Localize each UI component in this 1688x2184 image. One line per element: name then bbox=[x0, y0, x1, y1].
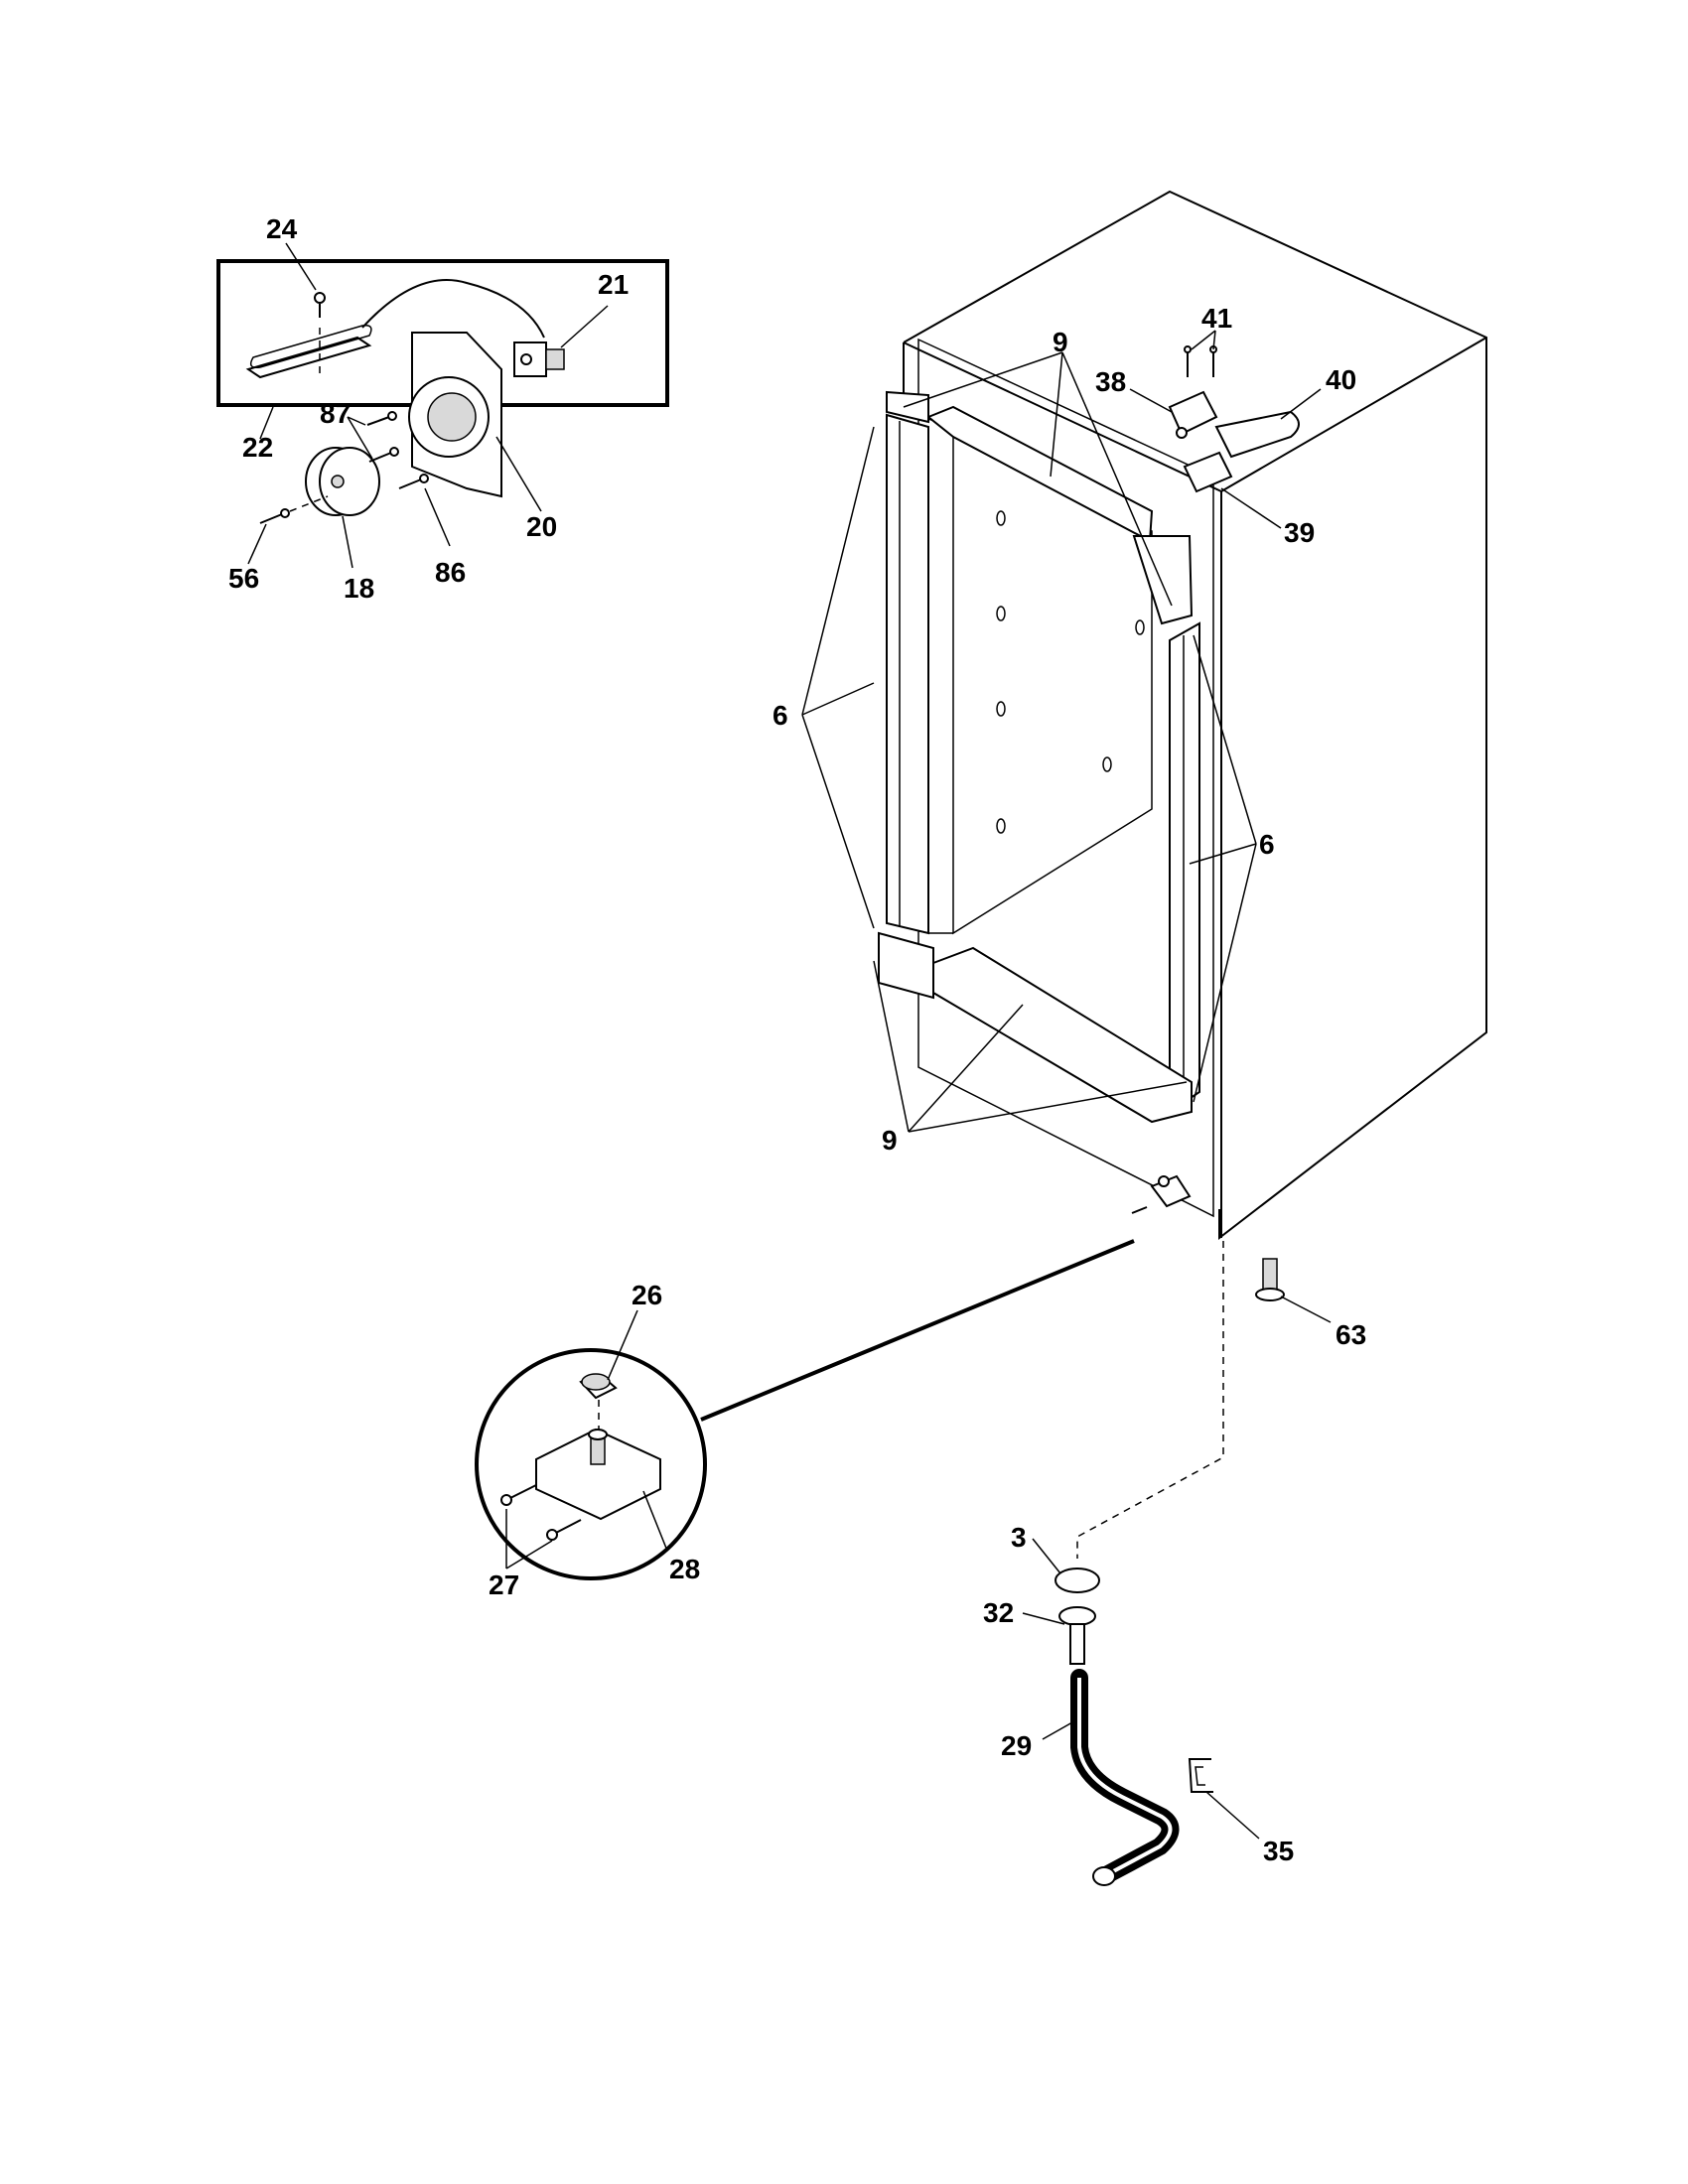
top-hinge bbox=[1168, 345, 1300, 493]
callouts: 24 21 87 22 20 56 86 18 41 38 40 39 9 6 … bbox=[228, 213, 1366, 1866]
hinge-bracket-28 bbox=[535, 1428, 661, 1521]
callout-41: 41 bbox=[1201, 303, 1232, 334]
screw-24 bbox=[314, 292, 326, 377]
drain-plug-3 bbox=[1055, 1568, 1100, 1593]
bottom-hinge-small bbox=[1131, 1174, 1192, 1214]
callout-6-left: 6 bbox=[773, 700, 788, 731]
callout-20: 20 bbox=[526, 511, 557, 542]
hinge-cover-40 bbox=[1214, 410, 1300, 459]
screw-56 bbox=[259, 495, 329, 524]
heater-channel bbox=[245, 336, 372, 379]
callout-27: 27 bbox=[489, 1570, 519, 1600]
callout-26: 26 bbox=[632, 1280, 662, 1310]
detail-circle bbox=[475, 1348, 707, 1580]
screw-86 bbox=[398, 474, 429, 489]
drain-path-leader bbox=[1076, 1241, 1224, 1559]
switch-21 bbox=[513, 341, 565, 377]
leveling-leg-63 bbox=[1255, 1258, 1285, 1301]
screws-87 bbox=[366, 411, 399, 463]
heater-wire bbox=[249, 324, 372, 369]
fan-motor-inset bbox=[216, 259, 669, 524]
callout-38: 38 bbox=[1095, 366, 1126, 397]
callout-24: 24 bbox=[266, 213, 298, 244]
hinge-detail-circle bbox=[475, 1239, 1135, 1580]
callout-32: 32 bbox=[983, 1597, 1014, 1628]
callout-9-bottom: 9 bbox=[882, 1125, 898, 1156]
callout-9-top: 9 bbox=[1053, 327, 1068, 357]
callout-6-right: 6 bbox=[1259, 829, 1275, 860]
cabinet bbox=[878, 190, 1487, 1559]
leader-lines bbox=[247, 242, 1332, 1840]
callout-63: 63 bbox=[1336, 1319, 1366, 1350]
heater-lead bbox=[361, 279, 545, 339]
breaker-top bbox=[926, 405, 1154, 543]
callout-86: 86 bbox=[435, 557, 466, 588]
gasket-left bbox=[886, 413, 929, 935]
callout-28: 28 bbox=[669, 1554, 700, 1584]
hinge-nut-26 bbox=[579, 1373, 618, 1400]
callout-21: 21 bbox=[598, 269, 629, 300]
liner-holes bbox=[996, 510, 1145, 834]
housing-hub bbox=[427, 392, 477, 442]
callout-39: 39 bbox=[1284, 517, 1315, 548]
hose-clip-35 bbox=[1188, 1758, 1213, 1793]
hinge-plate-38 bbox=[1168, 390, 1218, 436]
breaker-bottom bbox=[932, 946, 1193, 1124]
callout-56: 56 bbox=[228, 563, 259, 594]
fan-blade-18 bbox=[305, 447, 380, 516]
callout-3: 3 bbox=[1011, 1522, 1027, 1553]
drain-parts bbox=[1055, 1568, 1213, 1886]
callout-87: 87 bbox=[320, 398, 351, 429]
detail-leader bbox=[700, 1239, 1135, 1422]
callout-29: 29 bbox=[1001, 1730, 1032, 1761]
callout-40: 40 bbox=[1326, 364, 1356, 395]
screws-27 bbox=[500, 1484, 582, 1541]
breaker-top-end bbox=[1132, 535, 1194, 625]
hinge-39 bbox=[1183, 451, 1233, 493]
callout-22: 22 bbox=[242, 432, 273, 463]
gasket-right bbox=[1169, 621, 1200, 1114]
breaker-bottom-end bbox=[878, 931, 934, 1000]
cabinet-outline bbox=[903, 190, 1487, 1241]
drain-fitting-32 bbox=[1058, 1606, 1096, 1665]
callout-35: 35 bbox=[1263, 1836, 1294, 1866]
callout-18: 18 bbox=[344, 573, 374, 604]
